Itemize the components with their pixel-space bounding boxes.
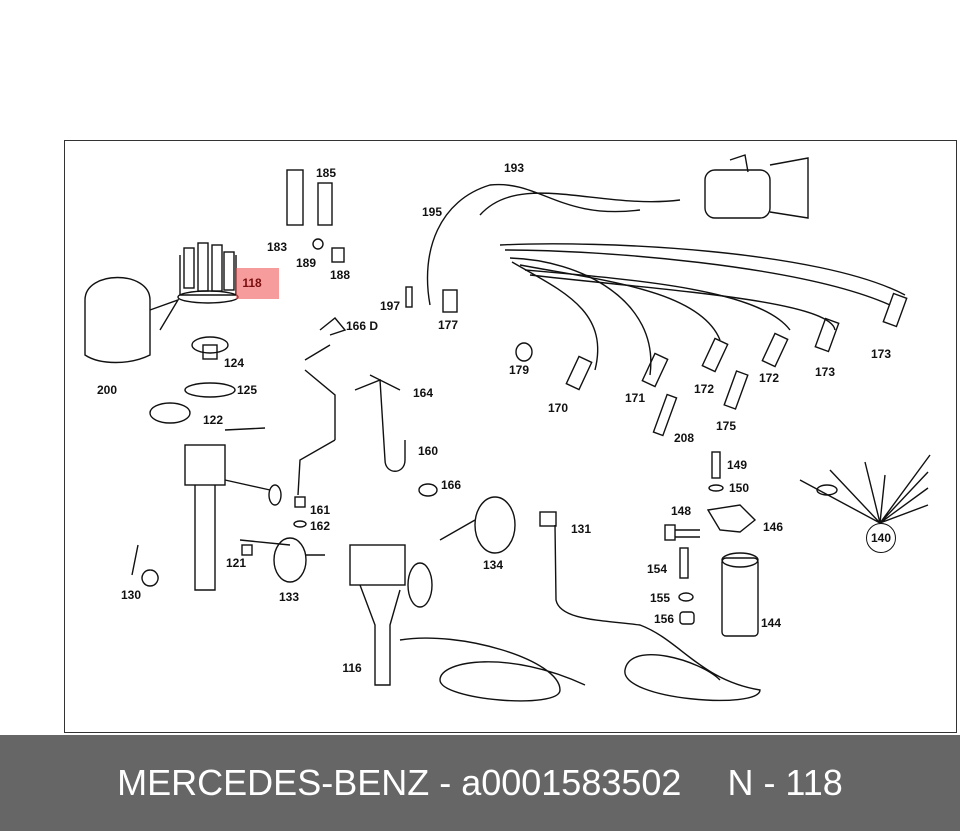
kit-140-lines [799, 454, 931, 524]
vacuum-hose [297, 344, 406, 496]
small-parts [131, 238, 533, 587]
part-label[interactable]: 122 [202, 413, 224, 427]
kit-circle-140[interactable] [866, 523, 896, 553]
brand-part-number: MERCEDES-BENZ - a0001583502 [117, 762, 682, 803]
ignition-cables [426, 183, 906, 376]
part-label[interactable]: 171 [624, 391, 646, 405]
part-label[interactable]: 150 [728, 481, 750, 495]
part-label[interactable]: 144 [760, 616, 782, 630]
part-label[interactable]: 116 [342, 661, 362, 675]
part-label[interactable]: 172 [693, 382, 715, 396]
part-label[interactable]: 160 [417, 444, 439, 458]
part-label[interactable]: 125 [236, 383, 258, 397]
part-label[interactable]: 173 [870, 347, 892, 361]
part-label[interactable]: 188 [329, 268, 351, 282]
part-label[interactable]: 208 [673, 431, 695, 445]
part-label[interactable]: 131 [570, 522, 592, 536]
part-label-118: 118 [242, 276, 262, 290]
part-label[interactable]: 146 [762, 520, 784, 534]
cover-200 [84, 276, 180, 364]
part-label[interactable]: 133 [278, 590, 300, 604]
distributor-left [184, 444, 291, 591]
part-label[interactable]: 148 [670, 504, 692, 518]
rotor-and-plates [149, 336, 266, 431]
diagram-frame [64, 140, 957, 733]
part-label[interactable]: 149 [726, 458, 748, 472]
highlighted-part-118[interactable]: 118 [236, 268, 279, 299]
part-label[interactable]: 164 [412, 386, 434, 400]
part-label[interactable]: 161 [309, 503, 331, 517]
module-183-185 [286, 169, 333, 226]
spark-plug-connectors [565, 292, 908, 437]
vacuum-unit-133 [273, 537, 325, 583]
part-label[interactable]: 166 D [345, 319, 379, 333]
part-label[interactable]: 140 [870, 531, 892, 545]
ignition-coil [704, 154, 809, 219]
part-label[interactable]: 121 [225, 556, 247, 570]
part-label[interactable]: 177 [437, 318, 459, 332]
part-label[interactable]: 172 [758, 371, 780, 385]
part-label[interactable]: 179 [508, 363, 530, 377]
distributor-cap [177, 242, 239, 304]
part-label[interactable]: 130 [120, 588, 142, 602]
part-label[interactable]: 173 [814, 365, 836, 379]
part-label[interactable]: 134 [482, 558, 504, 572]
part-label[interactable]: 162 [309, 519, 331, 533]
diagram-position: N - 118 [727, 762, 843, 803]
caption-bar: MERCEDES-BENZ - a0001583502 N - 118 [0, 735, 960, 831]
part-label[interactable]: 195 [421, 205, 443, 219]
part-label[interactable]: 154 [646, 562, 668, 576]
bolts-and-sensor-144 [664, 451, 759, 637]
part-label[interactable]: 193 [503, 161, 525, 175]
part-label[interactable]: 156 [653, 612, 675, 626]
part-label[interactable]: 197 [379, 299, 401, 313]
part-label[interactable]: 175 [715, 419, 737, 433]
part-label[interactable]: 183 [266, 240, 288, 254]
part-label[interactable]: 124 [223, 356, 245, 370]
sensor-cable-131 [539, 511, 761, 702]
part-label[interactable]: 185 [315, 166, 337, 180]
part-label[interactable]: 189 [295, 256, 317, 270]
vacuum-unit-134 [439, 496, 516, 554]
part-label[interactable]: 155 [649, 591, 671, 605]
distributor-center [349, 544, 586, 702]
part-label[interactable]: 200 [96, 383, 118, 397]
part-label[interactable]: 166 [440, 478, 462, 492]
part-label[interactable]: 170 [547, 401, 569, 415]
